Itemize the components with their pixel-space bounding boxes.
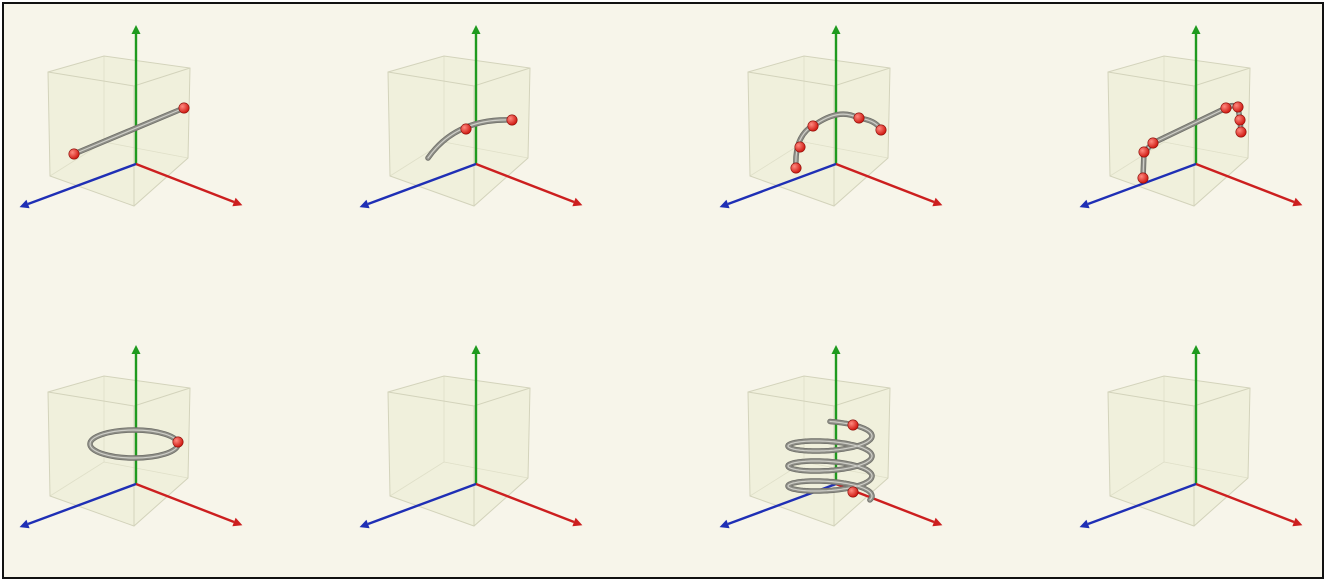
- y-axis-arrow: [1191, 345, 1201, 484]
- panel-spiral: [356, 344, 616, 574]
- diagram-svg: [359, 345, 583, 529]
- control-point: [1234, 114, 1246, 126]
- control-point: [172, 436, 184, 448]
- y-axis-arrow: [471, 25, 481, 164]
- curve-tube: [71, 105, 187, 157]
- curve-tube: [785, 418, 875, 503]
- control-point: [1235, 126, 1247, 138]
- control-point: [853, 112, 865, 124]
- x-axis-arrow: [135, 482, 243, 527]
- x-axis-arrow: [475, 162, 583, 207]
- curve-tube: [793, 111, 884, 171]
- control-point: [794, 141, 806, 153]
- diagram-svg: [19, 25, 243, 209]
- control-point: [178, 102, 190, 114]
- bounding-box: [47, 55, 191, 207]
- z-axis-arrow: [359, 162, 477, 209]
- y-axis-arrow: [131, 25, 141, 164]
- control-point: [875, 124, 887, 136]
- bounding-box: [1107, 375, 1251, 527]
- x-axis-arrow: [1195, 162, 1303, 207]
- bounding-box: [747, 55, 891, 207]
- control-point: [460, 123, 472, 135]
- control-point: [1137, 172, 1149, 184]
- y-axis-arrow: [471, 345, 481, 484]
- z-axis-arrow: [1079, 482, 1197, 529]
- x-axis-arrow: [475, 482, 583, 527]
- z-axis-arrow: [19, 162, 137, 209]
- control-point: [506, 114, 518, 126]
- panel-cubic: [716, 24, 976, 254]
- panel-arc: [356, 24, 616, 254]
- diagram-svg: [19, 345, 243, 529]
- diagram-svg: [359, 25, 583, 209]
- z-axis-arrow: [1079, 162, 1197, 209]
- control-point: [790, 162, 802, 174]
- control-point: [1220, 102, 1232, 114]
- diagram-svg: [719, 25, 943, 209]
- z-axis-arrow: [19, 482, 137, 529]
- panel-hook: [1076, 344, 1326, 574]
- diagram-svg: [719, 345, 943, 529]
- z-axis-arrow: [359, 482, 477, 529]
- control-point: [807, 120, 819, 132]
- diagram-svg: [1079, 345, 1303, 529]
- x-axis-arrow: [835, 162, 943, 207]
- control-point: [1147, 137, 1159, 149]
- panel-segment: [16, 24, 276, 254]
- x-axis-arrow: [135, 162, 243, 207]
- bounding-box: [387, 375, 531, 527]
- control-point: [68, 148, 80, 160]
- bounding-box: [47, 375, 191, 527]
- panel-circle: [16, 344, 276, 574]
- y-axis-arrow: [1191, 25, 1201, 164]
- panel-piecewise: [1076, 24, 1326, 254]
- panel-helix: [716, 344, 976, 574]
- x-axis-arrow: [1195, 482, 1303, 527]
- control-point: [847, 486, 859, 498]
- diagram-svg: [1079, 25, 1303, 209]
- y-axis-arrow: [131, 345, 141, 484]
- y-axis-arrow: [831, 25, 841, 164]
- control-point: [1232, 101, 1244, 113]
- control-point: [1138, 146, 1150, 158]
- control-point: [847, 419, 859, 431]
- z-axis-arrow: [719, 162, 837, 209]
